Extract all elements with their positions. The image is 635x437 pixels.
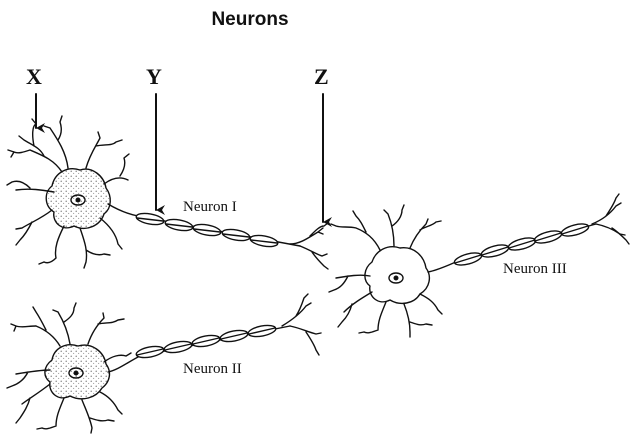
neuron-3-dendrites bbox=[329, 205, 442, 337]
neuron-2-axon-terminals bbox=[282, 294, 321, 355]
neuron-1 bbox=[7, 116, 328, 269]
neuron-1-myelin bbox=[135, 212, 278, 249]
neuron-3-cell-body bbox=[365, 247, 429, 304]
neuron-1-axon-terminals bbox=[290, 223, 328, 269]
neuron-3-myelin bbox=[453, 222, 590, 268]
neuron-2 bbox=[7, 294, 321, 433]
neuron-2-myelin bbox=[135, 323, 276, 359]
neuron-3-axon-terminals bbox=[592, 194, 629, 244]
neuron-3 bbox=[329, 194, 629, 337]
